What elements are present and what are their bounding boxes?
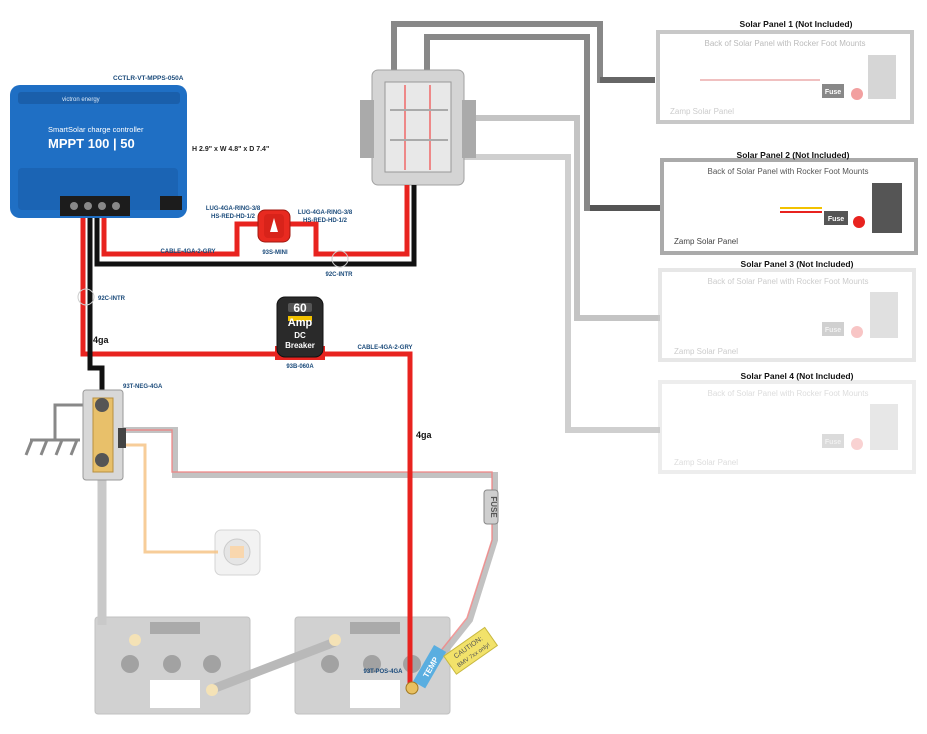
panel-3-back: Back of Solar Panel with Rocker Foot Mou…: [708, 277, 869, 286]
controller-part: CCTLR-VT-MPPS-050A: [113, 75, 184, 82]
gauge-label-left: 4ga: [93, 335, 110, 345]
terminal-pos: [405, 681, 419, 695]
panel-4-brand: Zamp Solar Panel: [674, 458, 738, 467]
panel-4-title: Solar Panel 4 (Not Included): [741, 371, 854, 381]
terminal-pos-label: 93T-POS-4GA: [363, 669, 403, 675]
gauge-label-right: 4ga: [416, 430, 433, 440]
battery-shunt: [82, 389, 126, 481]
breaker-unit: Amp: [288, 317, 313, 329]
interrupt-marker-upper: [331, 250, 349, 268]
breaker-line2: Breaker: [285, 341, 315, 350]
panel-4-back: Back of Solar Panel with Rocker Foot Mou…: [708, 389, 869, 398]
solar-panel-2: [660, 158, 918, 255]
cable-label-lower: CABLE-4GA-2-GRY: [357, 345, 412, 351]
panel-1-brand: Zamp Solar Panel: [670, 107, 734, 116]
panel-3-fuse: Fuse: [825, 327, 841, 334]
panel-1-fuse: Fuse: [825, 89, 841, 96]
panel-3-brand: Zamp Solar Panel: [674, 347, 738, 356]
fuse-holder-label: FUSE: [489, 496, 498, 518]
lug-right-line2: HS-RED-HD-1/2: [303, 218, 348, 224]
dc-breaker-60a: [275, 296, 325, 360]
fuse-holder: FUSE: [483, 489, 499, 525]
pv-wires: [94, 185, 417, 267]
controller-dims: H 2.9" x W 4.8" x D 7.4": [192, 146, 269, 153]
panel-1-back: Back of Solar Panel with Rocker Foot Mou…: [705, 39, 866, 48]
battery-wires: [80, 208, 413, 690]
ground-symbol: [24, 403, 90, 456]
breaker-rating: 60: [293, 301, 307, 315]
mc4-combiner: [360, 69, 476, 186]
battery-bank: [94, 470, 451, 715]
mini-breaker-part: 93S-MINI: [262, 250, 288, 256]
breaker-line1: DC: [294, 331, 306, 340]
terminal-neg-label: 93T-NEG-4GA: [123, 384, 163, 390]
lug-left-line1: LUG-4GA-RING-3/8: [206, 206, 261, 212]
panel-1-title: Solar Panel 1 (Not Included): [740, 19, 853, 29]
controller-model: MPPT 100 | 50: [48, 136, 135, 151]
solar-panel-1: [656, 30, 914, 124]
mini-breaker: [257, 209, 291, 243]
interrupt-marker-left: [77, 288, 95, 306]
interrupt-label-upper: 92C-INTR: [325, 272, 353, 278]
charge-controller: [10, 85, 187, 218]
battery-monitor: [214, 529, 261, 576]
breaker-part: 93B-060A: [286, 364, 314, 370]
panel-2-back: Back of Solar Panel with Rocker Foot Mou…: [708, 167, 869, 176]
panel-2-fuse: Fuse: [828, 216, 844, 223]
battery-left: [94, 616, 251, 715]
lug-left-line2: HS-RED-HD-1/2: [211, 214, 256, 220]
caution-tag: CAUTION: BMV 7xx only!: [443, 626, 499, 675]
panel-4-fuse: Fuse: [825, 439, 841, 446]
controller-brand: victron energy: [62, 97, 100, 103]
lug-right-line1: LUG-4GA-RING-3/8: [298, 210, 353, 216]
interrupt-label-left: 92C-INTR: [98, 296, 126, 302]
cable-label-upper: CABLE-4GA-2-GRY: [160, 249, 215, 255]
controller-line: SmartSolar charge controller: [48, 125, 144, 134]
solar-panel-4: [658, 380, 916, 474]
solar-panel-3: [658, 268, 916, 362]
panel-2-title: Solar Panel 2 (Not Included): [737, 150, 850, 160]
panel-2-brand: Zamp Solar Panel: [674, 237, 738, 246]
panel-3-title: Solar Panel 3 (Not Included): [741, 259, 854, 269]
